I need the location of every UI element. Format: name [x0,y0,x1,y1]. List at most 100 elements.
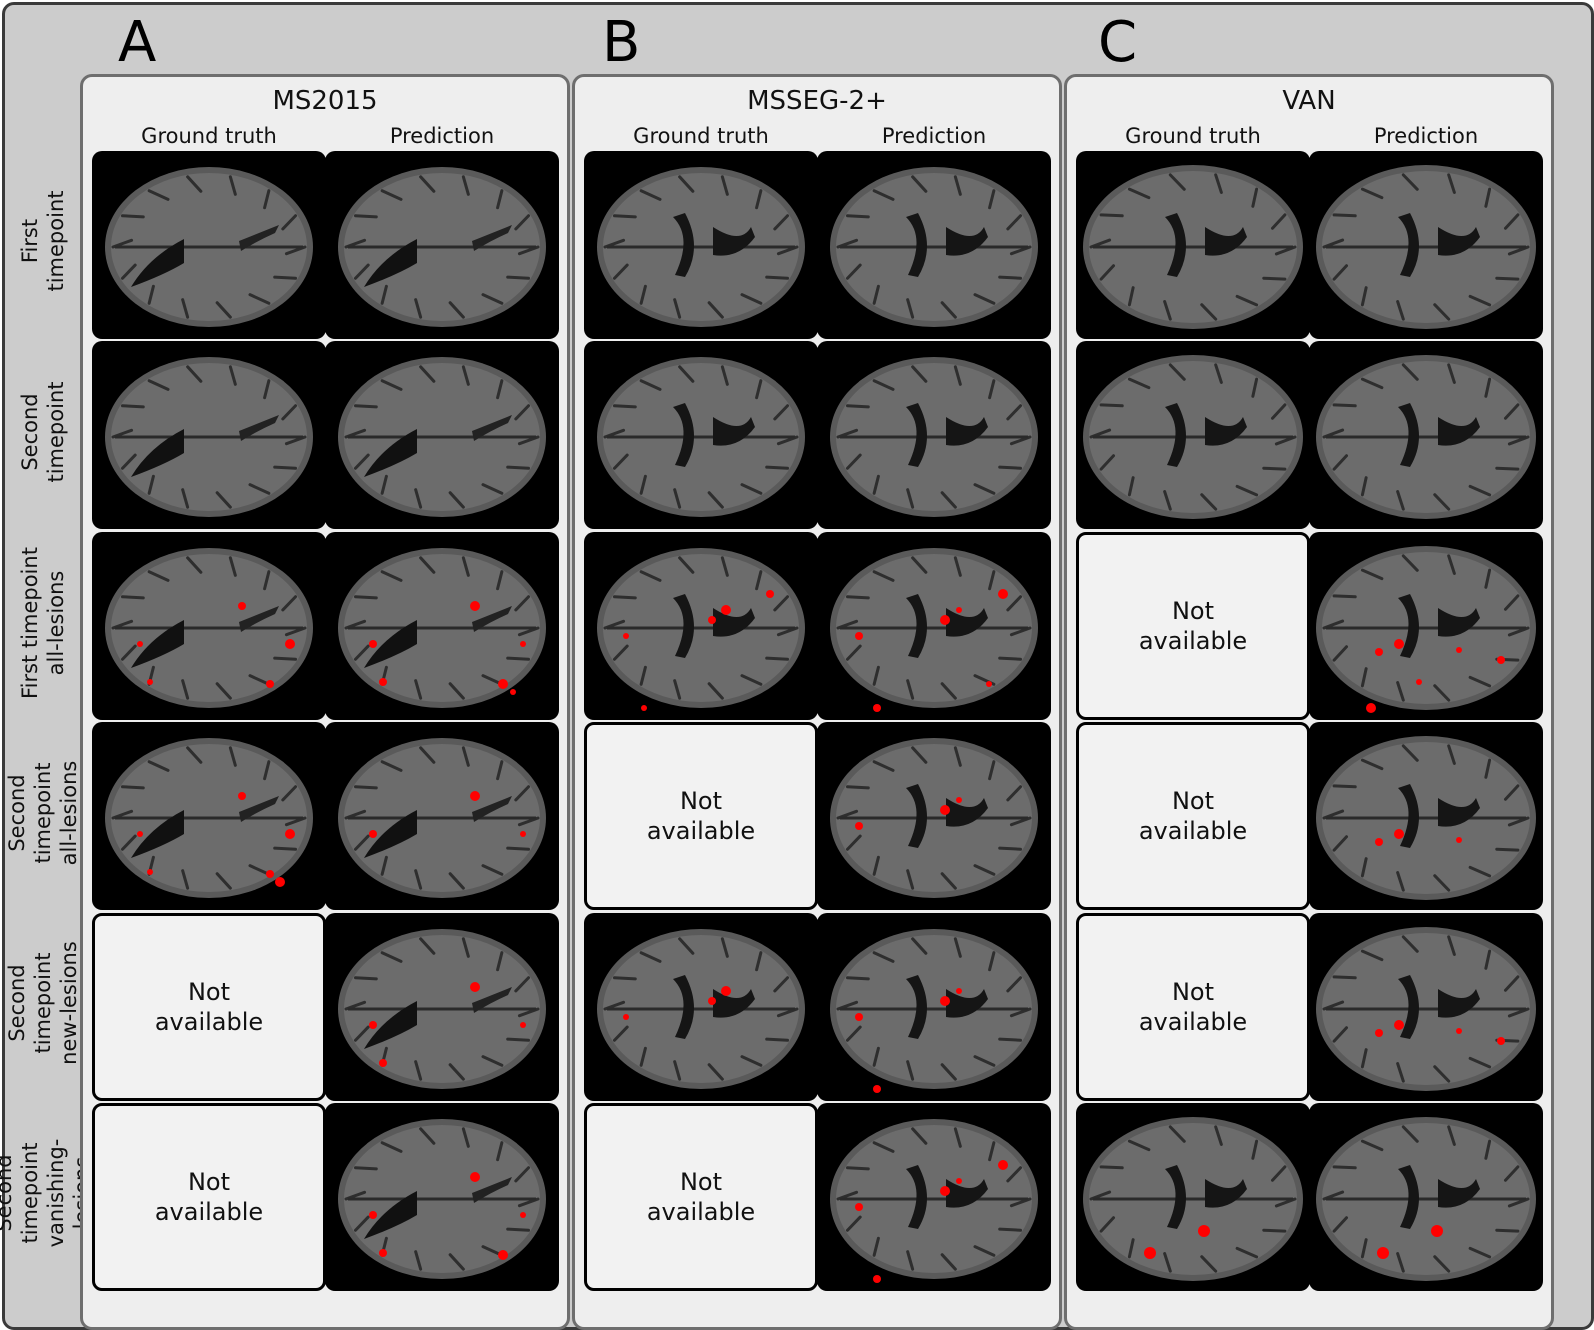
row-label-line: Second [18,393,42,471]
lesion-mark [238,792,246,800]
brain-mri-image [1316,355,1536,519]
lesion-mark [1375,838,1383,846]
ventricle-right [239,796,279,822]
lesion-mark [1497,1037,1505,1045]
mri-slice-cell [92,341,326,529]
brain-sulci [836,1127,1032,1271]
brain-mri-image [597,357,805,517]
brain-sulci [603,937,799,1081]
ventricle-right [472,987,512,1013]
ventricle-left [1398,403,1419,467]
lesion-mark [1456,1028,1462,1034]
not-available-cell: Not available [92,913,326,1101]
brain-sulci [111,365,307,509]
lesion-mark [721,986,731,996]
ventricle-left [1398,594,1419,658]
mri-slice-cell [325,341,559,529]
ventricle-left [1398,213,1419,277]
ventricle-left [364,1001,417,1049]
mri-slice-cell [1076,1103,1310,1291]
ventricle-right [713,417,755,446]
lesion-mark [721,605,731,615]
mri-slice-cell [584,913,818,1101]
lesion-overlay [369,791,526,838]
brain-mri-image [830,929,1038,1093]
lesion-mark [956,1178,962,1184]
brain-sulci [1322,554,1530,702]
mri-slice-cell [817,722,1051,910]
ventricle-left [673,594,694,658]
ventricle-left [364,429,417,477]
lesion-overlay [855,797,962,830]
brain-sulci [1322,173,1530,321]
ventricle-left [673,213,694,277]
lesion-mark [998,589,1008,599]
column-header: Ground truth [141,124,277,148]
brain-sulci [836,365,1032,509]
brain-sulci [1322,1125,1530,1273]
ventricle-right [472,225,512,251]
lesion-overlay [855,988,962,1093]
lesion-mark [369,1211,377,1219]
ventricle-right [472,606,512,632]
mri-slice-cell [325,532,559,720]
not-available-cell: Not available [92,1103,326,1291]
brain-mri-image [338,1119,546,1279]
ventricle-left [1398,975,1419,1039]
brain-mri-image [597,167,805,327]
lesion-mark [623,1014,629,1020]
row-label-line: Second timepoint [5,952,55,1054]
ventricle-left [1165,213,1186,277]
lesion-mark [369,1021,377,1029]
ventricle-left [1398,784,1419,848]
brain-sulci [1322,744,1530,892]
row-label-line: First [18,218,42,264]
ventricle-right [472,1177,512,1203]
mri-slice-cell [325,913,559,1101]
brain-mri-image [338,738,546,898]
row-label-line: new-lesions [57,941,81,1065]
not-available-label: Not available [646,1168,756,1226]
mri-slice-cell [92,151,326,339]
brain-mri-image [1316,1117,1536,1281]
ventricle-left [906,784,927,848]
row-label-line: Second timepoint [0,1142,42,1244]
brain-mri-image [1316,546,1536,713]
lesion-mark [1456,647,1462,653]
not-available-label: Not available [1138,787,1248,845]
lesion-mark [998,1160,1008,1170]
lesion-overlay [1366,639,1505,713]
not-available-label: Not available [154,978,264,1036]
lesion-mark [1394,639,1404,649]
ventricle-right [239,415,279,441]
lesion-overlay [369,601,526,695]
lesion-overlay [137,602,295,688]
lesion-mark [510,689,516,695]
brain-sulci [603,365,799,509]
ventricle-left [364,810,417,858]
brain-mri-image [105,738,313,898]
ventricle-left [673,975,694,1039]
lesion-mark [1375,1029,1383,1037]
lesion-mark [1394,829,1404,839]
brain-mri-image [1316,927,1536,1091]
ventricle-left [364,239,417,287]
not-available-label: Not available [1138,978,1248,1036]
mri-slice-cell [584,341,818,529]
column-header: Prediction [389,124,495,148]
column-header: Ground truth [633,124,769,148]
brain-mri-image [338,929,546,1089]
column-header: Ground truth [1125,124,1261,148]
panel-letter: B [602,10,641,75]
lesion-overlay [1375,1020,1505,1045]
lesion-mark [940,805,950,815]
lesion-mark [766,590,774,598]
ventricle-right [946,227,988,256]
mri-slice-cell [817,913,1051,1101]
lesion-overlay [1377,1225,1443,1259]
lesion-mark [940,615,950,625]
